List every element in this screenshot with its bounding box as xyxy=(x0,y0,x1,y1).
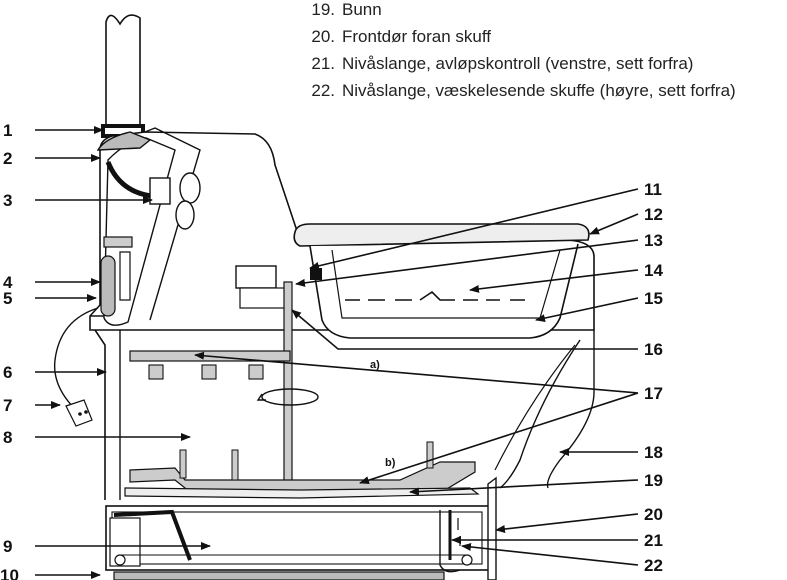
legend-row: 20. Frontdør foran skuff xyxy=(260,27,787,54)
callout-2: 2 xyxy=(3,149,12,168)
callout-10: 10 xyxy=(0,566,19,580)
legend-number: 21. xyxy=(311,54,335,73)
rotation-arrow xyxy=(256,388,319,406)
callout-15: 15 xyxy=(644,289,663,308)
callout-1: 1 xyxy=(3,121,12,140)
callout-19: 19 xyxy=(644,471,663,490)
fan-housing xyxy=(96,127,201,326)
callout-21: 21 xyxy=(644,531,663,550)
legend-number: 19. xyxy=(311,0,335,19)
callout-14: 14 xyxy=(644,261,663,280)
callout-lines xyxy=(35,126,639,579)
legend: 19. Bunn 20. Frontdør foran skuff 21. Ni… xyxy=(260,0,787,108)
callout-7: 7 xyxy=(3,396,12,415)
sublabel-a: a) xyxy=(370,359,380,371)
liquid-tray xyxy=(309,243,579,339)
stirring-arm-lower xyxy=(129,441,476,493)
callout-3: 3 xyxy=(3,191,12,210)
legend-row: 21. Nivåslange, avløpskontroll (venstre,… xyxy=(260,54,787,81)
legend-text: Frontdør foran skuff xyxy=(342,27,491,46)
callout-16: 16 xyxy=(644,340,663,359)
callout-6: 6 xyxy=(3,363,12,382)
power-cord xyxy=(53,307,99,427)
legend-text: Nivåslange, væskelesende skuffe (høyre, … xyxy=(342,81,736,100)
vent-pipe xyxy=(105,14,141,129)
callout-13: 13 xyxy=(644,231,663,250)
chamber-bottom xyxy=(124,487,480,499)
legend-number: 22. xyxy=(311,81,335,100)
stirring-arm-upper xyxy=(129,350,291,380)
legend-row: 22. Nivåslange, væskelesende skuffe (høy… xyxy=(260,81,787,108)
callout-20: 20 xyxy=(644,505,663,524)
sublabel-b: b) xyxy=(385,457,396,469)
callout-12: 12 xyxy=(644,205,663,224)
legend-number: 20. xyxy=(311,27,335,46)
control-box xyxy=(235,265,289,309)
callout-8: 8 xyxy=(3,428,12,447)
front-door xyxy=(487,476,497,580)
drawer xyxy=(105,505,491,571)
callout-17: 17 xyxy=(644,384,663,403)
legend-text: Nivåslange, avløpskontroll (venstre, set… xyxy=(342,54,694,73)
chamber xyxy=(94,329,595,500)
lid xyxy=(293,223,590,247)
legend-text: Bunn xyxy=(342,0,382,19)
callout-11: 11 xyxy=(644,180,662,199)
callout-4: 4 xyxy=(3,273,13,292)
level-sensor xyxy=(310,268,322,280)
callout-18: 18 xyxy=(644,443,663,462)
legend-row: 19. Bunn xyxy=(260,0,787,27)
callout-5: 5 xyxy=(3,289,12,308)
callout-9: 9 xyxy=(3,537,12,556)
callout-22: 22 xyxy=(644,556,663,575)
stirring-shaft xyxy=(283,281,293,493)
base-plate xyxy=(113,571,445,580)
